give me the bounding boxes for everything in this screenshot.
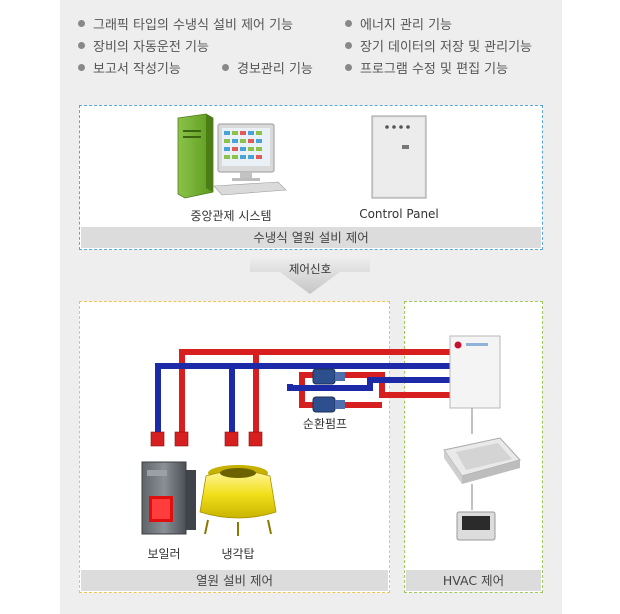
- feature-item: 장기 데이터의 저장 및 관리기능: [345, 36, 532, 55]
- feature-text: 보고서 작성기능: [93, 62, 181, 77]
- bullet-icon: [78, 64, 85, 71]
- feature-item: 장비의 자동운전 기능: [78, 36, 209, 55]
- cold-pipes: [155, 363, 450, 442]
- boiler-icon: [141, 461, 196, 535]
- hvac-footer: HVAC 제어: [406, 570, 541, 591]
- bullet-icon: [222, 64, 229, 71]
- feature-text: 장비의 자동운전 기능: [93, 40, 209, 55]
- cooling-tower-label: 냉각탑: [221, 547, 255, 561]
- control-signal-label: 제어신호: [288, 262, 332, 276]
- cassette-unit-icon: [443, 437, 521, 484]
- feature-text: 장기 데이터의 저장 및 관리기능: [360, 40, 533, 55]
- feature-text: 경보관리 기능: [237, 62, 313, 77]
- feature-item: 에너지 관리 기능: [345, 14, 452, 33]
- heat-source-footer: 열원 설비 제어: [81, 570, 388, 591]
- circulation-pump-icon: [312, 368, 345, 413]
- bullet-icon: [345, 42, 352, 49]
- pump-label: 순환펌프: [302, 417, 348, 431]
- control-panel-icon: [371, 115, 427, 199]
- feature-text: 에너지 관리 기능: [360, 18, 452, 33]
- feature-text: 프로그램 수정 및 편집 기능: [360, 62, 509, 77]
- control-panel-label: Control Panel: [359, 207, 439, 221]
- bullet-icon: [78, 42, 85, 49]
- central-control-footer: 수냉식 열원 설비 제어: [81, 227, 541, 248]
- bullet-icon: [78, 20, 85, 27]
- central-control-system-icon: [177, 113, 287, 199]
- feature-item: 경보관리 기능: [222, 58, 313, 77]
- bullet-icon: [345, 20, 352, 27]
- feature-item: 그래픽 타입의 수냉식 설비 제어 기능: [78, 14, 293, 33]
- hvac-unit-icon: [449, 335, 501, 409]
- valves: [150, 431, 263, 447]
- central-control-label: 중앙관제 시스템: [190, 209, 272, 223]
- control-signal-arrow: [250, 255, 370, 294]
- boiler-label: 보일러: [147, 547, 181, 561]
- bullet-icon: [345, 64, 352, 71]
- feature-text: 그래픽 타입의 수냉식 설비 제어 기능: [93, 18, 294, 33]
- central-control-box: [79, 105, 543, 250]
- feature-item: 보고서 작성기능: [78, 58, 181, 77]
- feature-item: 프로그램 수정 및 편집 기능: [345, 58, 508, 77]
- controller-icon: [456, 511, 496, 541]
- cooling-tower-icon: [199, 465, 277, 536]
